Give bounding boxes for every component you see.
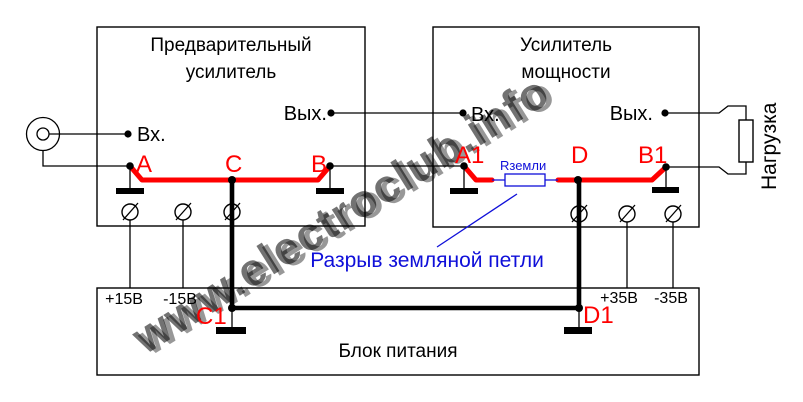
annotation-leader-line [436,193,518,248]
screw-terminal-icon [223,202,241,221]
junction-dot [326,162,334,170]
power-amp-output-label: Вых. [610,103,653,125]
junction-dot [575,304,583,312]
rail-label-minus35: -35В [654,290,688,307]
node-label-a1: A1 [455,142,484,169]
preamp-title-line2: усилитель [186,62,277,83]
node-label-d: D [571,142,588,169]
node-label-d1: D1 [583,302,614,329]
load-resistor [738,119,754,163]
screw-terminal-icon [664,204,682,223]
junction-dot [662,163,670,171]
junction-dot [228,176,236,184]
node-label-b1: B1 [638,142,667,169]
node-label-c1: C1 [196,303,227,330]
input-shell-wire [42,150,130,167]
rail-label-plus35: +35В [600,290,638,307]
power-supply-box [96,287,700,376]
power-supply-title: Блок питания [338,341,457,362]
amp-ground-bus-left [461,163,495,183]
screw-terminal-icon [121,202,139,221]
ground-resistor-label: Rземли [500,158,546,173]
rail-label-plus15: +15В [105,291,143,308]
junction-dot [228,304,236,312]
junction-dot [126,162,134,170]
screw-terminal-icon [570,204,588,223]
node-label-c: C [225,151,242,178]
power-amp-input-label: Вх. [471,104,500,126]
preamp-output-label: Вых. [284,103,327,125]
junction-dot [459,109,467,117]
junction-dot [327,109,335,117]
load-label: Нагрузка [758,102,781,190]
ground-icon-b1 [652,167,679,193]
power-amp-box [432,26,700,228]
annotation-text: Разрыв земляной петли [310,249,544,272]
load-top-wire [665,105,747,120]
power-amp-title-line2: мощности [521,62,610,83]
screw-terminal-icon [618,204,636,223]
load-bottom-wire [666,162,747,175]
junction-dots [124,109,670,312]
junction-dot [661,109,669,117]
amp-ground-bus-right [555,164,669,183]
power-amp-title-line1: Усилитель [520,35,612,56]
preamp-input-label: Вх. [137,124,166,146]
junction-dot [574,176,582,184]
junction-dot [460,162,468,170]
node-label-b: B [311,151,327,178]
screw-terminal-icon [174,202,192,221]
screw-terminal-icons [121,202,682,223]
preamp-title-line1: Предварительный [150,35,311,56]
node-label-a: A [136,151,152,178]
rail-label-minus15: -15В [163,291,197,308]
junction-dot [124,130,132,138]
ground-resistor [504,173,546,187]
